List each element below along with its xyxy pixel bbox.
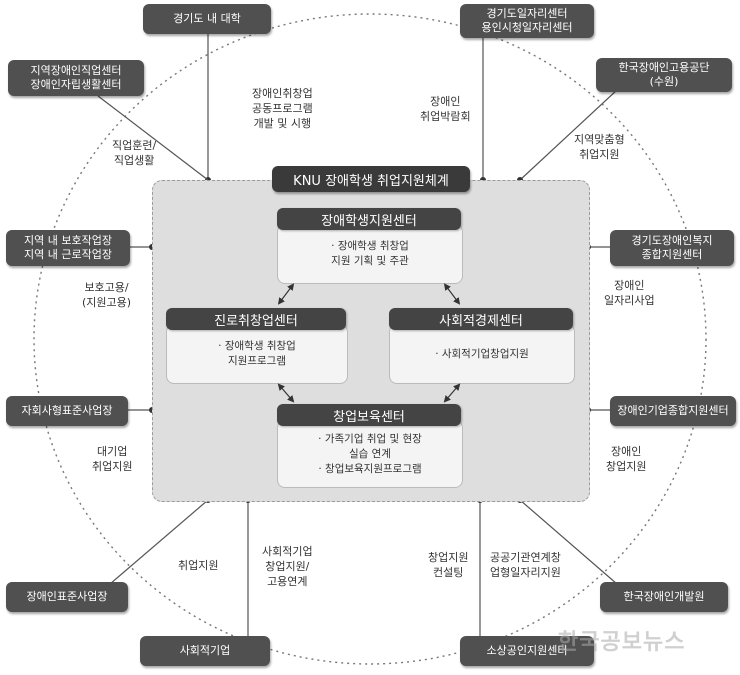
center-career-header: 진로취창업센터 [166, 308, 346, 330]
org-kead-suwon-line-1: 한국장애인고용공단 [618, 61, 710, 74]
system-title: KNU 장애학생 취업지원체계 [272, 166, 470, 192]
label-regional-job-support: 지역맞춤형 취업지원 [574, 132, 625, 162]
label-disabled-jobs: 장애인 일자리사업 [604, 278, 655, 308]
label-vocational-training-line-1: 직업훈련/ [112, 139, 157, 152]
org-regional-workshops-line-2: 지역 내 근로작업장 [24, 248, 112, 261]
label-disabled-startup-line-1: 장애인 [611, 445, 642, 458]
label-public-linkage-line-2: 업형일자리지원 [490, 566, 561, 579]
org-gyeonggi-welfare-center-line-2: 종합지원센터 [641, 248, 703, 261]
org-regional-workshops: 지역 내 보호작업장 지역 내 근로작업장 [6, 230, 130, 266]
label-employment-support: 취업지원 [178, 558, 218, 573]
org-social-enterprise: 사회적기업 [140, 636, 270, 666]
center-career-body: · 장애학생 취창업 지원프로그램 [166, 324, 348, 384]
label-disabled-startup-line-2: 창업지원 [606, 460, 647, 473]
org-standard-workplace-line-1: 장애인표준사업장 [26, 590, 108, 603]
org-gyeonggi-universities-line-1: 경기도 내 대학 [173, 12, 241, 25]
label-protected-employment-line-1: 보호고용/ [84, 281, 129, 294]
outer-dotted-ring [33, 13, 707, 665]
label-job-fair: 장애인 취업박람회 [420, 94, 471, 124]
org-yongin-job-center-line-1: 경기도일자리센터 [486, 7, 568, 20]
label-disabled-startup: 장애인 창업지원 [606, 444, 646, 474]
org-disability-development-institute: 한국장애인개발원 [600, 582, 728, 612]
org-yongin-job-center-line-2: 용인시청일자리센터 [481, 21, 573, 34]
label-large-company: 대기업 취업지원 [92, 444, 132, 474]
org-small-business-center: 소상공인지원센터 [460, 636, 594, 666]
connector-regional-center [97, 95, 209, 181]
label-startup-consulting-line-1: 창업지원 [428, 551, 469, 564]
label-regional-job-support-line-2: 취업지원 [579, 148, 620, 161]
org-subsidiary-standard-company: 자회사형표준사업장 [6, 396, 128, 426]
center-student-support-line-1: · 장애학생 취창업 [331, 240, 409, 252]
label-joint-program-line-1: 장애인취창업 [252, 87, 313, 100]
label-joint-program-line-2: 공동프로그램 [252, 102, 313, 115]
label-disabled-jobs-line-1: 장애인 [614, 279, 645, 292]
center-career-line-1: · 장애학생 취창업 [218, 340, 296, 352]
label-job-fair-line-2: 취업박람회 [420, 110, 471, 123]
org-small-business-center-line-1: 소상공인지원센터 [486, 644, 568, 657]
label-job-fair-line-1: 장애인 [430, 95, 461, 108]
label-joint-program-line-3: 개발 및 시행 [253, 117, 312, 130]
center-student-support-header: 장애학생지원센터 [277, 208, 461, 230]
center-incubation-line-3: · 창업보육지원프로그램 [318, 462, 422, 475]
watermark: 한국공보뉴스 [558, 630, 686, 655]
center-incubation-line-2: 실습 연계 [349, 447, 391, 460]
org-disabled-business-support: 장애인기업종합지원센터 [610, 396, 736, 426]
org-regional-workshops-line-1: 지역 내 보호작업장 [24, 234, 112, 247]
label-vocational-training-line-2: 직업생활 [113, 154, 155, 167]
label-public-linkage-line-1: 공공기관연계창 [490, 551, 561, 564]
org-disability-development-institute-line-1: 한국장애인개발원 [623, 590, 705, 603]
label-large-company-line-2: 취업지원 [92, 460, 133, 473]
org-regional-vocational-center-line-2: 장애인자립생활센터 [30, 78, 122, 91]
label-social-enterprise-support: 사회적기업 창업지원/ 고용연계 [262, 544, 313, 589]
org-subsidiary-standard-company-line-1: 자회사형표준사업장 [21, 404, 113, 417]
label-protected-employment-line-2: (지원고용) [82, 296, 132, 309]
org-standard-workplace: 장애인표준사업장 [6, 582, 128, 612]
label-joint-program: 장애인취창업 공동프로그램 개발 및 시행 [252, 86, 313, 131]
center-social-economy-body: · 사회적기업창업지원 [389, 324, 575, 384]
center-student-support-body: · 장애학생 취창업 지원 기획 및 주관 [277, 224, 463, 284]
org-kead-suwon: 한국장애인고용공단 (수원) [596, 58, 732, 92]
org-kead-suwon-line-2: (수원) [649, 75, 679, 88]
org-regional-vocational-center-line-1: 지역장애인직업센터 [30, 64, 122, 77]
label-public-linkage: 공공기관연계창 업형일자리지원 [490, 550, 561, 580]
center-social-economy-header: 사회적경제센터 [389, 308, 573, 330]
center-incubation-body: · 가족기업 취업 및 현장 실습 연계 · 창업보육지원프로그램 [277, 420, 463, 488]
label-large-company-line-1: 대기업 [97, 445, 128, 458]
center-student-support-line-2: 지원 기획 및 주관 [331, 255, 409, 267]
org-social-enterprise-line-1: 사회적기업 [179, 644, 231, 657]
label-social-enterprise-support-line-3: 고용연계 [267, 575, 308, 588]
org-disabled-business-support-line-1: 장애인기업종합지원센터 [617, 404, 729, 417]
label-protected-employment: 보호고용/ (지원고용) [82, 280, 131, 310]
org-gyeonggi-universities: 경기도 내 대학 [143, 4, 271, 34]
label-disabled-jobs-line-2: 일자리사업 [604, 294, 655, 307]
connector-kead [519, 89, 618, 181]
label-vocational-training: 직업훈련/ 직업생활 [112, 138, 156, 168]
center-incubation-header: 창업보육센터 [277, 404, 461, 426]
label-startup-consulting-line-2: 컨설팅 [433, 566, 464, 579]
label-employment-support-line-1: 취업지원 [178, 559, 219, 572]
label-social-enterprise-support-line-1: 사회적기업 [262, 545, 313, 558]
connector-development [519, 499, 618, 585]
center-career-line-2: 지원프로그램 [228, 355, 286, 367]
label-regional-job-support-line-1: 지역맞춤형 [574, 133, 625, 146]
label-startup-consulting: 창업지원 컨설팅 [428, 550, 468, 580]
org-gyeonggi-welfare-center: 경기도장애인복지 종합지원센터 [610, 230, 734, 266]
center-social-economy-line-1: · 사회적기업창업지원 [435, 347, 529, 360]
org-regional-vocational-center: 지역장애인직업센터 장애인자립생활센터 [8, 60, 144, 96]
org-yongin-job-center: 경기도일자리센터 용인시청일자리센터 [460, 4, 594, 38]
center-incubation-line-1: · 가족기업 취업 및 현장 [318, 432, 422, 445]
connector-standard-workplace [109, 499, 209, 585]
label-social-enterprise-support-line-2: 창업지원/ [265, 560, 310, 573]
org-gyeonggi-welfare-center-line-1: 경기도장애인복지 [631, 234, 713, 247]
